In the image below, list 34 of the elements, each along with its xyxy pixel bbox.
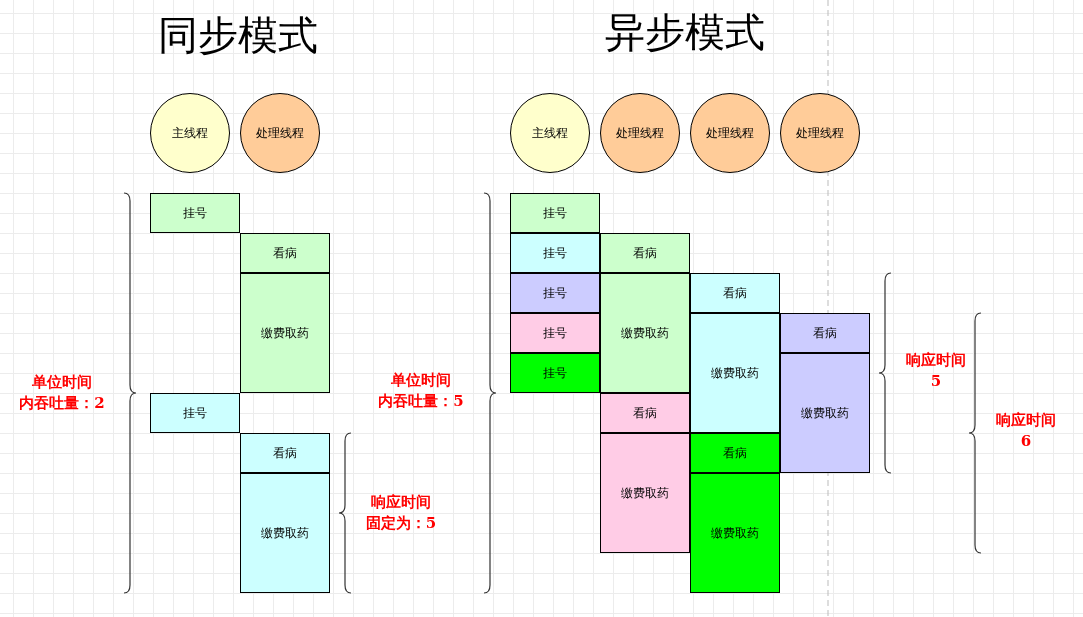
task-block: 看病 [600,393,690,433]
thread-circle: 处理线程 [600,93,680,173]
annotation-text: 响应时间6 [996,410,1056,452]
task-block: 看病 [600,233,690,273]
thread-circle: 主线程 [150,93,230,173]
mode-title: 异步模式 [604,8,766,57]
annotation-text: 单位时间内吞吐量：2 [19,372,105,414]
task-block: 缴费取药 [690,473,780,593]
mode-title: 同步模式 [157,11,319,60]
annotation-text: 响应时间固定为：5 [365,492,437,534]
task-block: 挂号 [510,233,600,273]
task-block: 挂号 [150,393,240,433]
task-block: 缴费取药 [690,313,780,433]
task-block: 看病 [240,233,330,273]
task-block: 缴费取药 [780,353,870,473]
task-block: 挂号 [150,193,240,233]
task-block: 看病 [690,433,780,473]
thread-circle: 处理线程 [780,93,860,173]
thread-circle: 处理线程 [690,93,770,173]
thread-circle: 主线程 [510,93,590,173]
task-block: 挂号 [510,313,600,353]
annotation-text: 响应时间5 [906,350,966,392]
thread-circle: 处理线程 [240,93,320,173]
task-block: 缴费取药 [600,433,690,553]
task-block: 看病 [690,273,780,313]
task-block: 缴费取药 [240,273,330,393]
annotation-text: 单位时间内吞吐量：5 [378,370,464,412]
task-block: 看病 [780,313,870,353]
task-block: 挂号 [510,273,600,313]
task-block: 挂号 [510,193,600,233]
task-block: 缴费取药 [240,473,330,593]
task-block: 缴费取药 [600,273,690,393]
task-block: 看病 [240,433,330,473]
task-block: 挂号 [510,353,600,393]
